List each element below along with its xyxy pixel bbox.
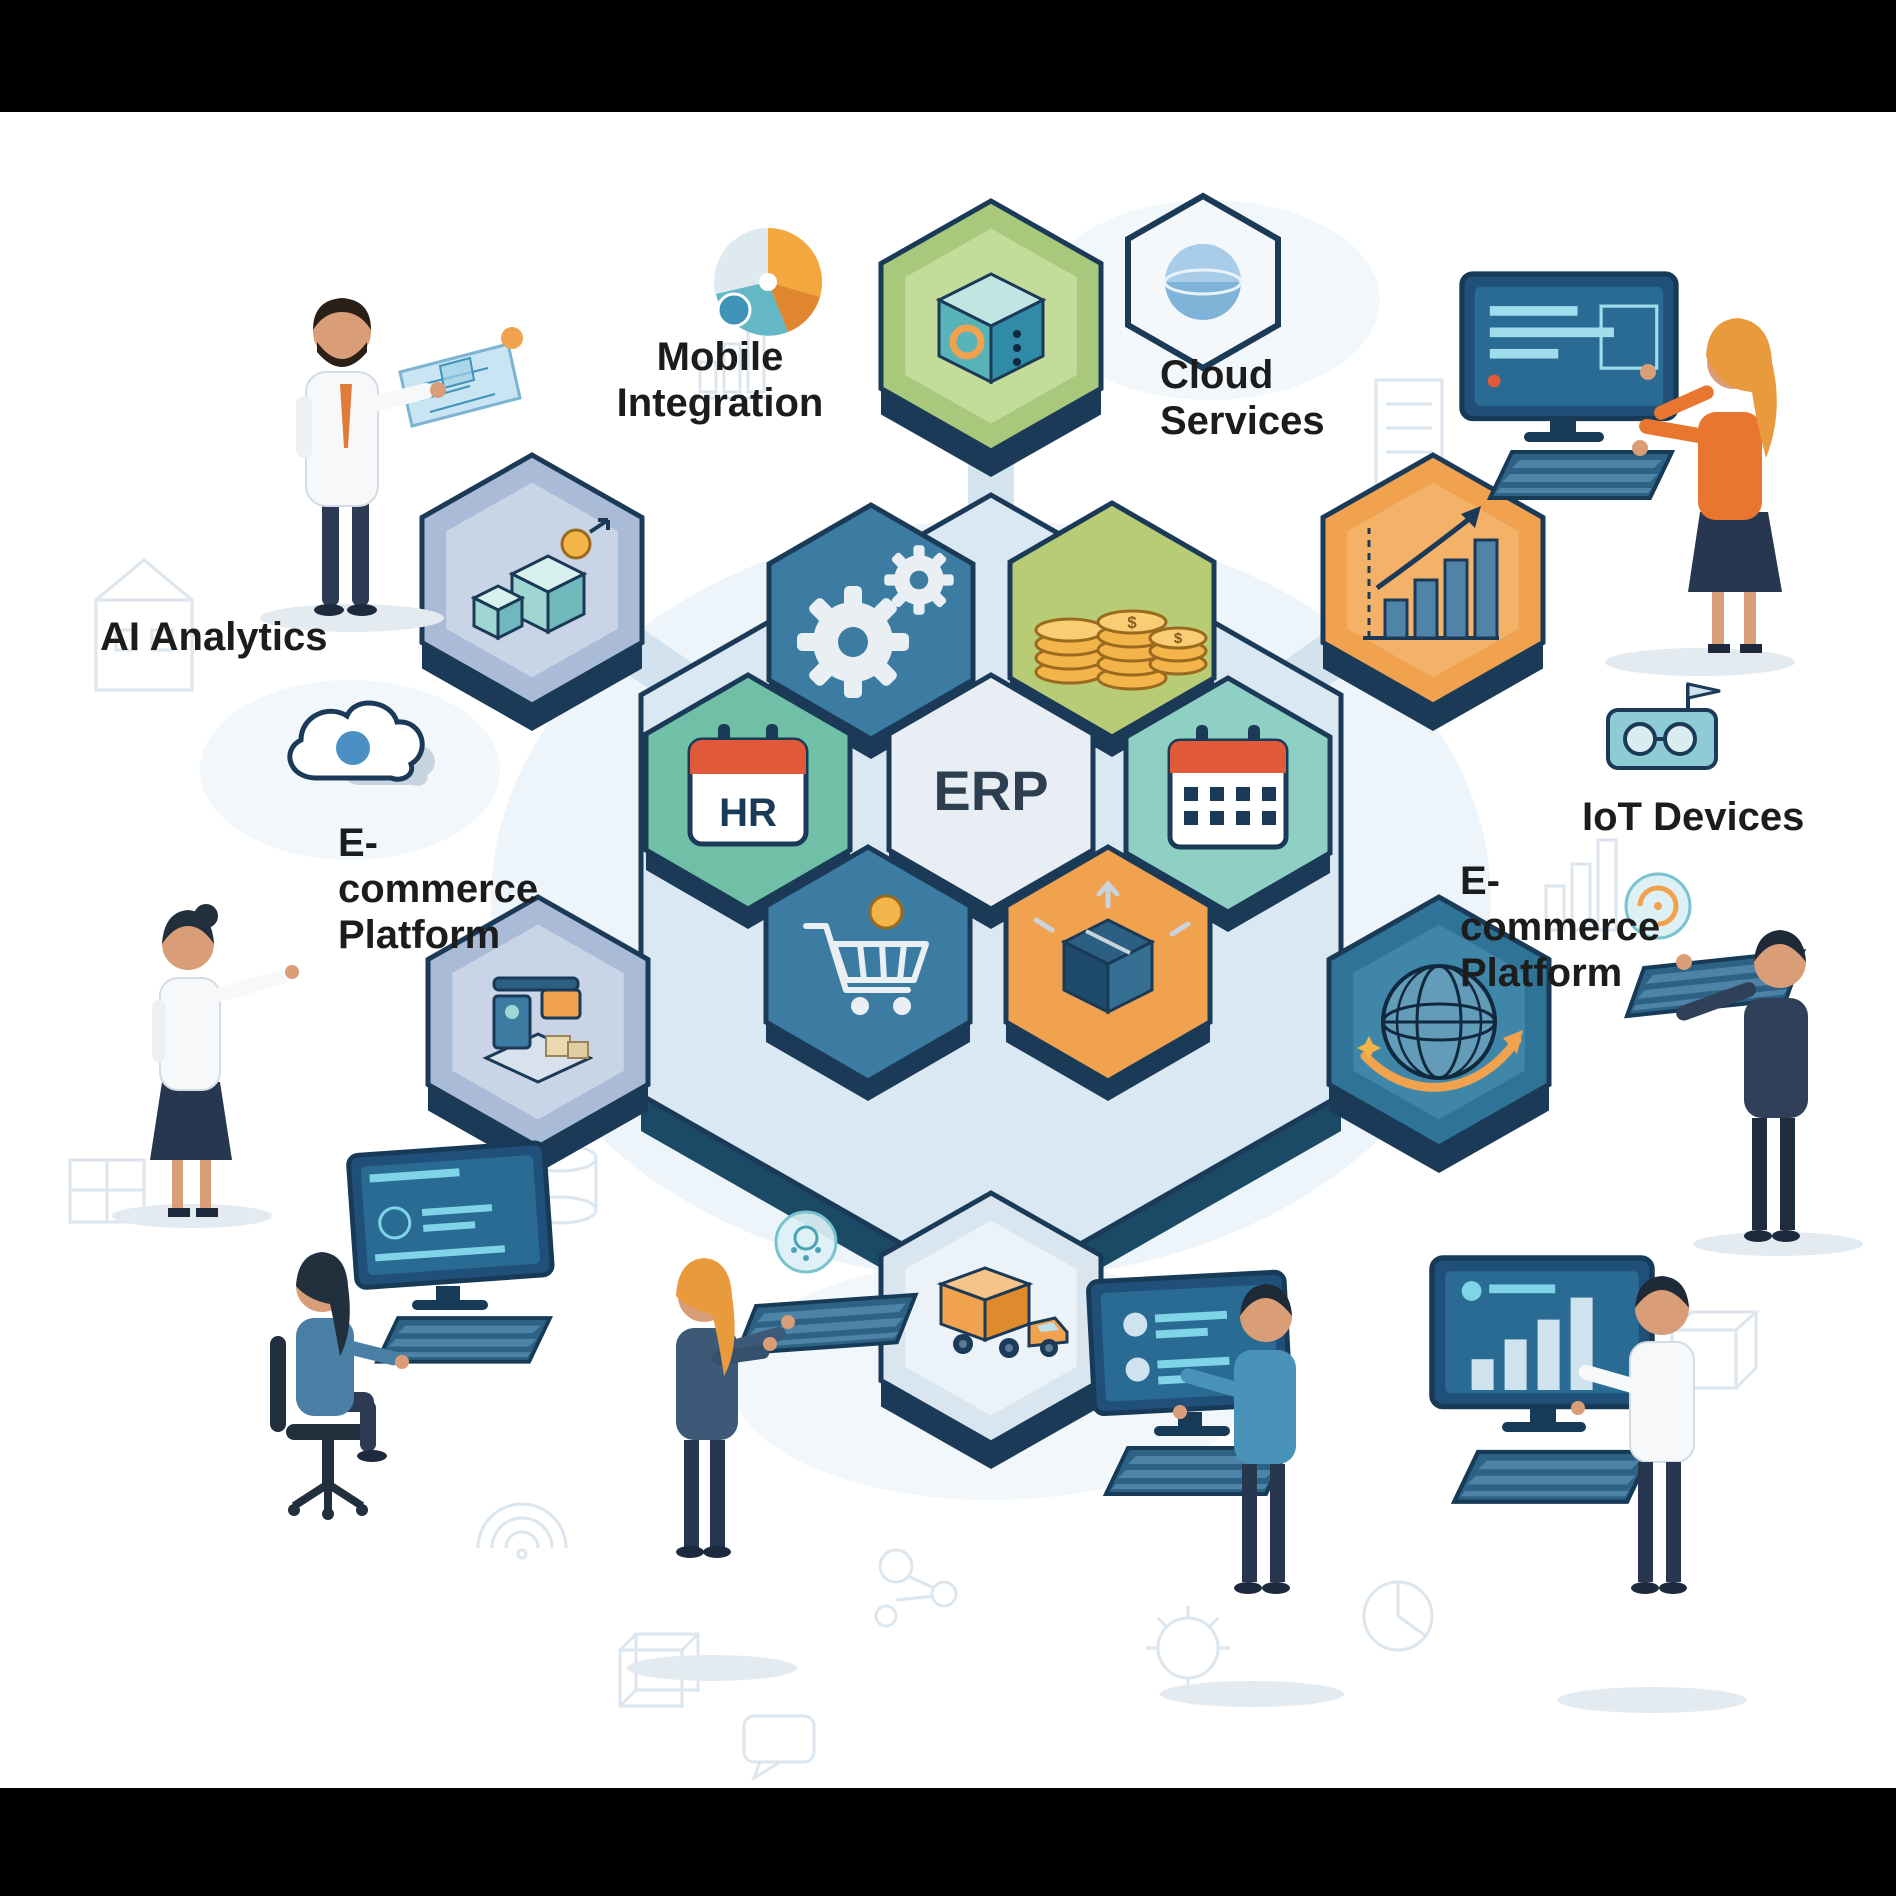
module-hex-hr: HR: [643, 672, 853, 929]
cloud-services-hexagon-icon: [1125, 192, 1281, 372]
iso-cube-icon: [935, 272, 1047, 385]
boxes-coin-icon: [470, 518, 610, 641]
module-hex-inventory: [1003, 844, 1213, 1101]
module-hex-scheduling: [1123, 675, 1333, 932]
person-man-with-tablet: [260, 298, 523, 632]
gears-icon: [797, 545, 954, 698]
satellite-hex-logistics: [878, 1190, 1104, 1469]
label-mobile-integration: Mobile Integration: [616, 335, 824, 425]
mobile-integration-sphere-icon: [714, 227, 823, 336]
keyboard: [1488, 450, 1674, 500]
satellite-hex-warehouse: [419, 452, 645, 731]
letterbox-top: [0, 0, 1896, 112]
letterbox-bottom: [0, 1788, 1896, 1896]
coin-stacks-icon: $ $: [1034, 609, 1208, 691]
person-woman-presenter: [1462, 274, 1795, 676]
satellite-hex-globe: [1326, 894, 1552, 1173]
module-hex-operations: [766, 502, 976, 759]
iot-device-icon: [1606, 682, 1721, 770]
head: [1754, 936, 1806, 988]
module-hex-erp-core: ERP: [886, 672, 1096, 929]
person-man-pointing-holo: [1620, 872, 1863, 1256]
delivery-truck-icon: [936, 1266, 1069, 1358]
head: [313, 303, 371, 361]
person-man-chart-monitor: [1432, 1258, 1747, 1713]
head: [1240, 1290, 1292, 1342]
person-woman-floating-keyboard: [627, 1210, 921, 1681]
cloud-icon: [287, 700, 435, 786]
label-ai-analytics: AI Analytics: [100, 615, 328, 659]
module-hex-ecommerce: [763, 844, 973, 1101]
person-seated-woman: [270, 1142, 553, 1520]
holo-circle-icon: [774, 1210, 838, 1274]
satellite-hex-growth: [1320, 452, 1546, 731]
holo-tablet-icon: [398, 342, 522, 428]
shopping-cart-icon: [803, 894, 929, 1015]
label-cloud-services: Cloud Services: [1160, 353, 1325, 443]
label-ecommerce-platform-right: E-commerce Platform: [1460, 859, 1661, 995]
globe-orbit-icon: [1357, 964, 1523, 1092]
satellite-hex-machine: [425, 894, 651, 1173]
monitor: [1462, 274, 1676, 418]
label-ecommerce-platform-left: E-commerce Platform: [338, 821, 539, 957]
label-iot-devices: IoT Devices: [1582, 795, 1805, 839]
bar-chart-arrow-icon: [1363, 506, 1499, 640]
package-box-icon: [1033, 880, 1191, 1015]
head: [162, 918, 214, 970]
coin-dollar-symbol: $: [1174, 630, 1183, 647]
monitor: [348, 1142, 553, 1288]
keyboard: [1454, 1452, 1651, 1502]
person-man-at-monitor: [1088, 1272, 1344, 1707]
module-hex-finance: $ $: [1007, 500, 1217, 757]
calendar-grid-icon: [1167, 725, 1289, 850]
satellite-hex-cube: [878, 198, 1104, 477]
erp-label: ERP: [933, 759, 1048, 822]
coin-dollar-symbol: $: [1127, 613, 1137, 632]
hr-label: HR: [719, 791, 777, 835]
machine-icon: [482, 976, 594, 1084]
person-woman-pointing: [112, 904, 299, 1228]
hr-calendar-icon: HR: [687, 724, 809, 847]
